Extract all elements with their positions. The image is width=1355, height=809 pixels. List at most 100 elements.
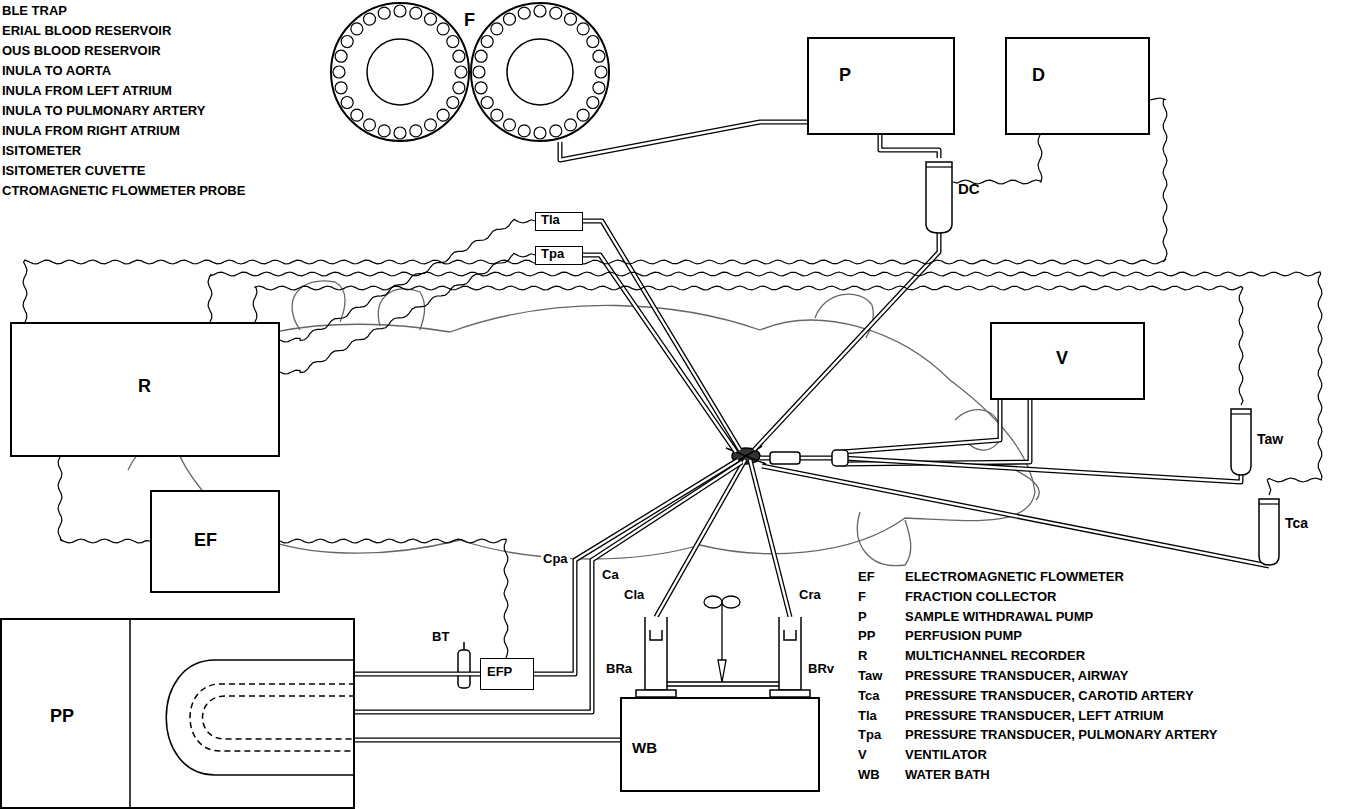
collection-tube [333,66,345,78]
carousel-hub [507,39,573,105]
flowmeter-probe: EFP [480,658,534,690]
drawing-stroke [583,221,740,450]
tube-lumen [560,122,807,160]
abbreviation-meaning: PRESSURE TRANSDUCER, AIRWAY [905,669,1128,684]
drawing-stroke [842,458,1241,482]
collection-tube [577,109,589,121]
collection-tube [455,66,467,78]
collection-tube [534,127,546,139]
tube-wall [880,135,939,158]
abbreviation-meaning: SAMPLE WITHDRAWAL PUMP [905,610,1093,625]
water-bath: WB [620,697,820,792]
carousel-rim [471,3,609,141]
collection-tube [475,82,487,94]
cylinder-cap [926,166,952,167]
catheter-tubes [355,221,1269,712]
node-label: EFP [487,665,512,680]
drawing-stroke [762,466,1269,566]
abbreviation: P [858,610,867,625]
abbreviation-meaning: PRESSURE TRANSDUCER, PULMONARY ARTERY [905,728,1218,743]
tracheal-connector [770,450,848,466]
pump-box: P [807,37,955,135]
abbreviation-meaning: VENTILATOR [905,748,987,763]
drawing-stroke [784,630,796,640]
abbreviation: Tca [858,689,879,704]
cable-line [280,219,535,342]
drawing-stroke [842,400,1000,452]
tube-lumen [880,135,939,158]
collection-tube [518,7,530,19]
cylinder-body [1231,409,1251,475]
drawing-stroke [667,681,779,683]
legend-text: OUS BLOOD RESERVOIR [2,44,161,59]
drawing-stroke [754,233,939,450]
collection-tube [504,119,516,131]
cable-line [953,135,1042,184]
carousel-rim [331,3,469,141]
bubble-trap [458,642,470,688]
abbreviation-meaning: PRESSURE TRANSDUCER, CAROTID ARTERY [905,689,1194,704]
drawing-stroke [842,400,1030,464]
drawing-stroke [762,466,1269,566]
drawing-stroke [722,596,740,608]
drawing-stroke [718,660,726,682]
legend-text: INULA FROM LEFT ATRIUM [2,84,172,99]
cable-line [208,272,1322,495]
drawing-stroke [129,618,131,809]
flowmeter-box: EF [150,490,280,593]
legend-text: INULA TO PULMONARY ARTERY [2,104,205,119]
node-label: Tca [1285,515,1308,531]
signal-cable [253,286,1243,405]
tube-label: Cpa [541,552,570,567]
drawing-stroke [534,460,738,674]
node-label: DC [958,180,980,197]
drawing-stroke [166,660,355,775]
collection-tube [481,36,493,48]
drawing-stroke [645,617,667,690]
tube-wall [355,738,620,743]
node-label: WB [632,739,657,756]
drawing-stroke [704,596,722,608]
node-label: PP [50,706,74,727]
collection-tube [593,50,605,62]
dog-snout [1015,470,1039,500]
collection-tube [534,5,546,17]
abbreviation-meaning: PERFUSION PUMP [905,629,1022,644]
perfusion-pump-head [130,618,355,809]
collection-tube [341,97,353,109]
collection-tube [491,23,503,35]
collection-tube [491,109,503,121]
node-label: D [1032,65,1045,86]
drawing-stroke [458,650,470,688]
fraction-collector: F [330,2,610,142]
collection-tube [437,23,449,35]
node-label: V [1056,348,1068,369]
drawing-stroke [583,255,736,452]
ventilator-box: V [990,322,1145,400]
drawing-stroke [770,690,810,697]
abbreviation-meaning: WATER BATH [905,768,990,783]
legend-text: INULA FROM RIGHT ATRIUM [2,124,180,139]
collection-tube [410,7,422,19]
abbreviation: Taw [858,669,882,684]
collection-tube [447,36,459,48]
collection-tube [587,97,599,109]
abbreviation: V [858,748,867,763]
drawing-stroke [842,400,1000,452]
collection-tube [453,50,465,62]
collection-tube [364,13,376,25]
cylinder-outline [925,158,953,233]
transducer: Taw [1230,405,1252,475]
tubing [355,674,480,675]
collection-tube [481,97,493,109]
node-label: R [138,376,151,397]
cuvette: DC [925,158,953,233]
collection-tube [593,82,605,94]
tube-wall [560,122,807,160]
perfusion-pump: PP [0,618,355,809]
node-label: Tpa [541,247,564,262]
tube-label: Cra [797,588,823,603]
cable-line [280,539,508,658]
tubing [560,122,807,160]
signal-cable [280,253,535,374]
